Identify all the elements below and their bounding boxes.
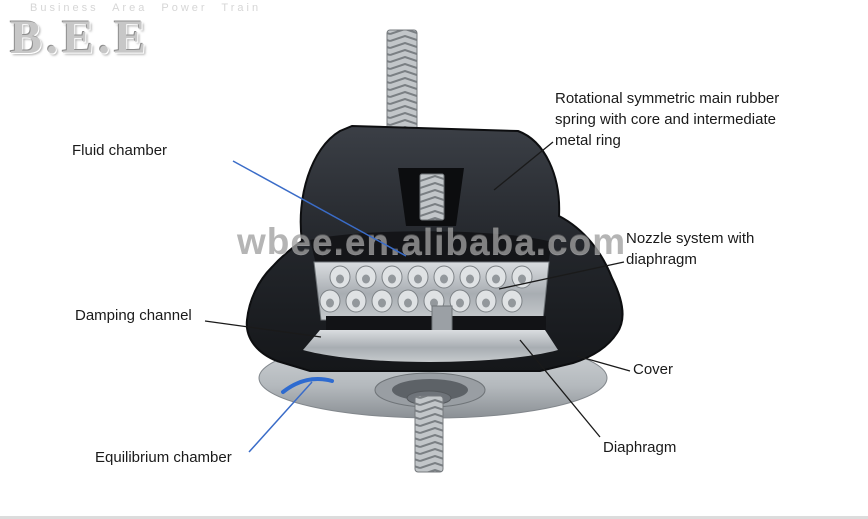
nozzle-holes-row2 [319, 289, 523, 313]
label-nozzle-system: Nozzle system with diaphragm [626, 230, 755, 268]
label-equilibrium-chamber: Equilibrium chamber [95, 449, 232, 466]
label-fluid-chamber: Fluid chamber [72, 142, 168, 159]
damping-channel-bar-right [452, 316, 546, 330]
bottom-stud [414, 395, 444, 473]
label-damping-channel: Damping channel [75, 307, 192, 324]
label-diaphragm: Diaphragm [603, 439, 677, 456]
damping-channel-bar-left [326, 316, 432, 330]
lower-metal-section [303, 330, 558, 362]
core-stud [419, 173, 445, 221]
brand-logo: B.E.E [10, 11, 151, 64]
label-cover: Cover [633, 361, 674, 378]
brand-tagline: Business Area Power Train [30, 2, 262, 14]
center-divider [431, 305, 453, 333]
label-rotational-spring: Rotational symmetric main rubber spring … [555, 90, 780, 149]
top-stud [386, 29, 418, 133]
watermark: wbee.en.alibaba.com [237, 221, 627, 262]
bottom-edge-strip [0, 516, 868, 519]
